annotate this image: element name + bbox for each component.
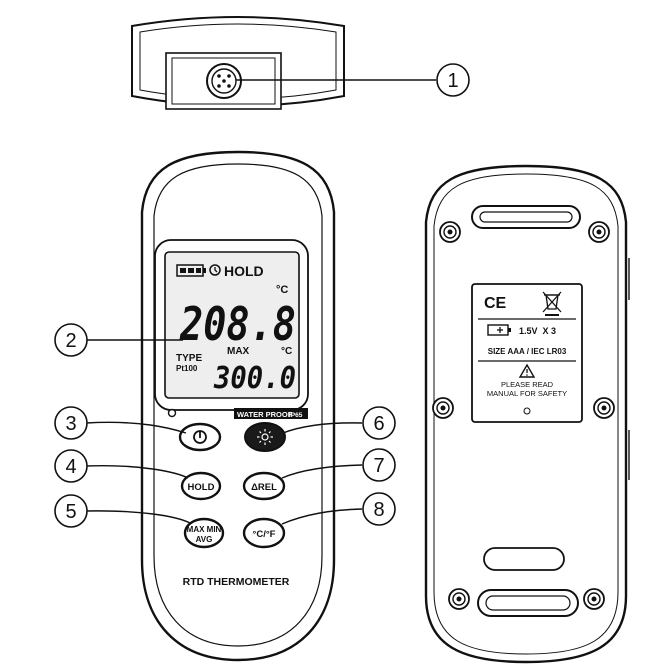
probe-connector-socket (206, 63, 242, 99)
svg-text:7: 7 (373, 455, 384, 477)
lcd-hold-indicator: HOLD (224, 263, 264, 279)
auto-power-off-icon (209, 264, 221, 276)
callout-2: 2 (54, 323, 88, 357)
lcd-max-reading: 300.0 (213, 361, 296, 396)
callout-7: 7 (362, 448, 396, 482)
lcd-screen (164, 251, 300, 399)
lcd-unit-bottom: °C (281, 346, 292, 357)
svg-text:6: 6 (373, 413, 384, 435)
callout-4: 4 (54, 449, 88, 483)
battery-icon (176, 264, 206, 277)
screw-mid-right (593, 397, 615, 419)
screw-top-right (588, 221, 610, 243)
battery-size: SIZE AAA / IEC LR03 (488, 347, 567, 356)
lcd-type-label: TYPE (176, 353, 202, 364)
front-view: HOLD °C 208.8 MAX °C TYPE Pt100 300.0 WA… (140, 150, 336, 662)
lcd-main-reading: 208.8 (179, 297, 296, 351)
svg-text:1: 1 (447, 70, 458, 92)
hold-button[interactable]: HOLD (180, 471, 222, 501)
maxmin-avg-button[interactable]: MAX MIN AVG (183, 517, 225, 549)
warning-line-2: MANUAL FOR SAFETY (487, 389, 567, 398)
warning-icon (518, 363, 536, 378)
callout-lines (85, 79, 436, 525)
waterproof-label (234, 408, 308, 419)
power-button[interactable] (178, 422, 222, 452)
screw-mid-left (432, 397, 454, 419)
svg-text:5: 5 (65, 501, 76, 523)
waterproof-text: WATER PROOF (237, 410, 293, 419)
callout-3: 3 (54, 406, 88, 440)
rel-button-label: ΔREL (251, 482, 277, 493)
back-view: CE 1.5V X 3 SIZE AAA / IEC LR03 PLEASE R… (424, 164, 630, 664)
screw-bottom-left (448, 588, 470, 610)
hold-button-label: HOLD (188, 482, 215, 493)
backlight-button[interactable] (244, 422, 286, 452)
svg-text:3: 3 (65, 413, 76, 435)
ce-mark: CE (484, 295, 507, 312)
lcd-unit-top: °C (276, 284, 288, 296)
bottom-small-slot (483, 547, 565, 571)
lcd-probe-type: Pt100 (176, 364, 198, 373)
warning-line-1: PLEASE READ (501, 380, 554, 389)
screw-bottom-right (583, 588, 605, 610)
sun-icon (257, 429, 273, 445)
battery-polarity-icon (487, 324, 511, 336)
callout-6: 6 (362, 406, 396, 440)
light-sensor-dot (167, 408, 177, 418)
svg-text:8: 8 (373, 499, 384, 521)
model-label: RTD THERMOMETER (183, 576, 290, 588)
rel-button[interactable]: ΔREL (242, 471, 286, 501)
callout-5: 5 (54, 494, 88, 528)
waterproof-rating: IP65 (289, 412, 303, 419)
maxmin-button-label-2: AVG (196, 535, 213, 544)
top-view (131, 16, 345, 110)
svg-text:4: 4 (65, 456, 76, 478)
svg-text:2: 2 (65, 330, 76, 352)
screw-top-left (439, 221, 461, 243)
label-center-mark (523, 407, 531, 415)
callout-8: 8 (362, 492, 396, 526)
unit-toggle-label: °C/°F (253, 529, 276, 540)
callout-1: 1 (436, 63, 470, 97)
maxmin-button-label-1: MAX MIN (187, 525, 222, 534)
unit-toggle-button[interactable]: °C/°F (242, 517, 286, 549)
weee-bin-icon (542, 291, 562, 316)
battery-spec: 1.5V X 3 (519, 326, 556, 336)
lcd-max-indicator: MAX (227, 346, 250, 357)
